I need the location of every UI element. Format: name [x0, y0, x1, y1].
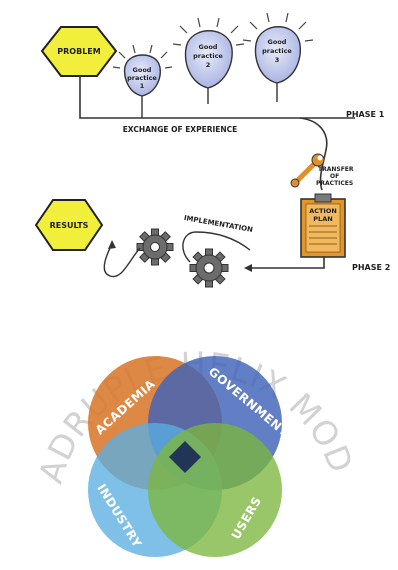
- bulb-1-rays: [112, 44, 173, 69]
- bulb-1: Good practice 1: [112, 44, 173, 118]
- bulb-2-line2: practice: [193, 52, 223, 60]
- phase1-label: PHASE 1: [346, 110, 385, 119]
- results-label: RESULTS: [50, 221, 89, 230]
- implementation-curve: [103, 231, 251, 278]
- results-arrow: [108, 240, 116, 249]
- action-plan-line2: PLAN: [313, 215, 332, 223]
- bulb-3-glass: [254, 26, 302, 84]
- transfer-line3: PRACTICES: [316, 180, 353, 187]
- bulb-1-glass: [123, 54, 161, 97]
- phase2-label: PHASE 2: [352, 263, 390, 272]
- implementation-label: IMPLEMENTATION: [183, 214, 253, 234]
- results-hexagon: RESULTS: [34, 199, 104, 251]
- bulb-2: Good practice 2: [172, 17, 245, 104]
- problem-label: PROBLEM: [57, 47, 100, 56]
- bulb-3-line1: Good: [268, 38, 287, 46]
- bulb-2-glass: [184, 30, 233, 89]
- helix-model: QUADRUPLE HELIX MODEL ACADEMIA GOVERNMEN…: [0, 0, 360, 557]
- wrench-icon: [290, 153, 325, 188]
- problem-hexagon: PROBLEM: [40, 26, 118, 77]
- bulb-3-number: 3: [275, 56, 280, 64]
- gear-icon-right: [189, 248, 229, 288]
- process-diagram: PROBLEM Good practice 1: [34, 12, 390, 288]
- bulb-2-rays: [172, 17, 245, 46]
- bulb-1-line2: practice: [127, 74, 157, 82]
- phase2-line: [246, 257, 325, 269]
- users-circle: [148, 423, 282, 557]
- bulb-3-rays: [242, 12, 314, 42]
- gear-icon-left: [136, 228, 174, 266]
- exchange-label: EXCHANGE OF EXPERIENCE: [123, 125, 238, 134]
- transfer-curve: [299, 117, 328, 191]
- transfer-line1: TRANSFER: [318, 166, 354, 173]
- bulb-3: Good practice 3: [242, 12, 314, 102]
- action-plan-clipboard: ACTION PLAN: [300, 193, 346, 258]
- bulb-2-line1: Good: [199, 43, 218, 51]
- exchange-line: [79, 76, 355, 119]
- bulb-3-line2: practice: [262, 47, 292, 55]
- bulb-1-number: 1: [140, 82, 145, 90]
- bulb-2-number: 2: [206, 61, 211, 69]
- transfer-line2: OF: [330, 173, 339, 180]
- bulb-1-line1: Good: [133, 66, 152, 74]
- helix-center: [169, 441, 201, 473]
- phase2-arrow: [244, 264, 252, 272]
- action-plan-line1: ACTION: [309, 207, 337, 215]
